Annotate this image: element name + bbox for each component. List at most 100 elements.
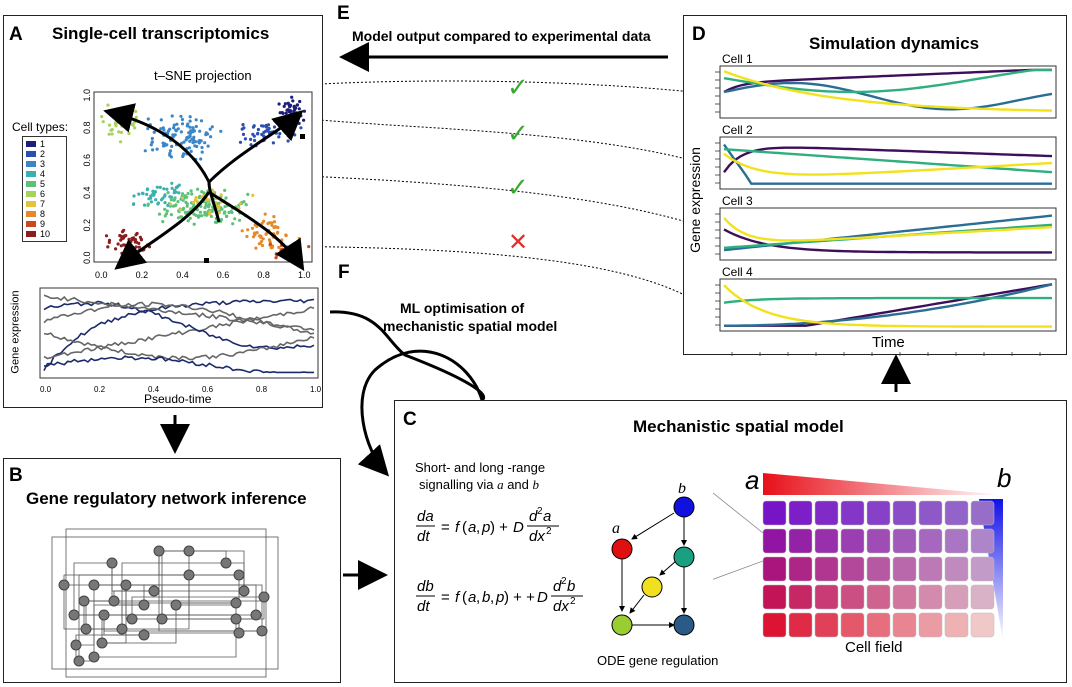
pseudotime-xlabel: Pseudo-time	[144, 392, 212, 406]
tsne-xtick: 0.8	[257, 270, 270, 280]
grn-node	[88, 579, 100, 591]
tsne-point	[182, 140, 186, 144]
field-cell	[944, 612, 969, 638]
grn-node	[73, 655, 85, 667]
ode-node-navy	[673, 614, 695, 636]
tsne-point	[191, 141, 195, 145]
sim-curve	[723, 148, 1053, 174]
tsne-point	[175, 122, 179, 126]
tsne-point	[260, 243, 265, 248]
sim-curve	[723, 143, 1052, 185]
svg-text:,: ,	[476, 519, 480, 536]
legend-entry-6: 6	[26, 189, 60, 199]
field-cell	[944, 584, 969, 610]
tsne-point	[205, 213, 209, 217]
tsne-point	[263, 212, 267, 216]
tsne-point	[190, 137, 194, 141]
tsne-point	[284, 233, 288, 237]
tsne-point	[276, 225, 280, 230]
tsne-point	[174, 128, 178, 132]
tsne-point	[118, 234, 122, 238]
tsne-point	[143, 149, 147, 153]
field-cell	[788, 556, 813, 582]
grn-edge	[131, 596, 264, 619]
tsne-point	[171, 133, 175, 137]
field-cell	[814, 584, 839, 610]
grn-node	[233, 627, 245, 639]
tsne-point	[117, 116, 121, 120]
tsne-point	[180, 141, 184, 145]
tsne-point	[265, 128, 269, 132]
grn-node	[148, 585, 160, 597]
tsne-point	[106, 245, 110, 249]
field-cell	[840, 612, 865, 638]
legend-swatch-5	[26, 181, 36, 187]
tsne-point	[208, 210, 212, 214]
tsne-point	[252, 232, 257, 236]
tsne-point	[191, 200, 195, 205]
tsne-point	[100, 115, 104, 119]
tsne-point	[240, 229, 244, 233]
svg-text:dt: dt	[417, 598, 430, 615]
grn-network	[51, 528, 279, 678]
field-cell	[762, 528, 787, 554]
panel-e-caption: Model output compared to experimental da…	[352, 28, 651, 44]
tsne-point	[149, 200, 153, 204]
panel-c-title: Mechanistic spatial model	[633, 417, 844, 436]
tsne-point	[224, 214, 229, 219]
svg-text:da: da	[417, 508, 434, 525]
tsne-point	[286, 101, 290, 105]
zoom-line-top	[713, 492, 764, 534]
tsne-point	[261, 237, 265, 241]
grn-node	[120, 579, 132, 591]
tsne-point	[238, 202, 242, 206]
tsne-point	[147, 197, 151, 201]
tsne-point	[272, 215, 276, 219]
tsne-point	[242, 200, 246, 204]
tsne-point	[178, 208, 182, 212]
tsne-point	[271, 141, 275, 145]
tsne-point	[277, 102, 281, 106]
pseudotime-curve	[43, 294, 315, 331]
grn-node	[258, 591, 270, 603]
tsne-point	[179, 130, 183, 134]
tsne-point	[283, 128, 287, 132]
tsne-point	[258, 241, 262, 245]
tsne-point	[120, 251, 124, 255]
pseudotime-xtick: 0.0	[40, 385, 52, 394]
tsne-point	[134, 233, 138, 237]
grn-outer-edge	[65, 528, 267, 678]
field-cell	[892, 584, 917, 610]
tsne-point	[270, 221, 274, 225]
svg-text:dx: dx	[529, 528, 545, 545]
ode-network: a b	[611, 483, 695, 636]
tsne-point	[162, 187, 166, 191]
tsne-point	[168, 151, 172, 156]
tsne-point	[292, 242, 296, 246]
tsne-point	[113, 122, 117, 126]
tsne-ytick: 0.0	[82, 251, 92, 264]
grn-edge	[121, 604, 144, 629]
tsne-point	[217, 211, 221, 215]
sim-curve	[723, 146, 1053, 173]
grn-node	[138, 629, 150, 641]
signalling-var-b: b	[532, 477, 540, 492]
tsne-point	[282, 104, 286, 108]
gradient-a-label: a	[745, 465, 759, 495]
tsne-point	[181, 154, 185, 159]
dotted-line-cell2	[297, 117, 719, 169]
tsne-point	[251, 193, 255, 197]
tsne-point	[272, 125, 277, 129]
pseudotime-curve	[43, 355, 314, 374]
tsne-point	[176, 200, 180, 204]
field-cell	[866, 612, 891, 638]
tsne-point	[275, 231, 280, 235]
panel-d: D Simulation dynamics Gene expression Ti…	[683, 15, 1067, 356]
pseudotime-xtick: 0.4	[148, 385, 160, 394]
tsne-point	[188, 216, 192, 220]
tsne-point	[290, 95, 294, 99]
legend-swatch-4	[26, 171, 36, 177]
tsne-point	[243, 137, 247, 141]
tsne-xtick: 0.0	[95, 270, 108, 280]
tsne-point	[146, 127, 150, 131]
